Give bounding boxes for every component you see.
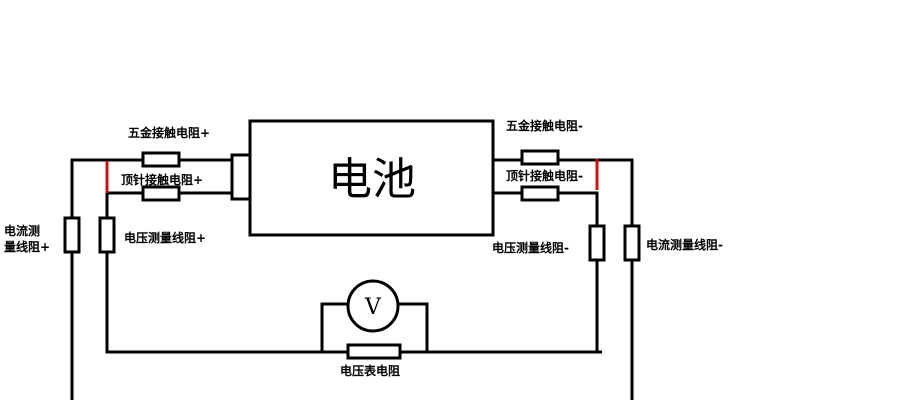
label-gold-contact-neg: 五金接触电阻- [506,118,583,133]
battery-label: 电池 [328,154,416,205]
resistor-voltage-lead-pos [98,216,116,254]
label-voltmeter-resistance: 电压表电阻 [340,363,400,378]
resistor-pin-contact-pos [141,185,181,202]
resistor-current-lead-pos [63,216,81,254]
resistor-pin-contact-neg [520,185,560,202]
resistor-gold-contact-neg [520,149,560,166]
voltmeter-symbol: V [364,295,382,320]
resistor-gold-contact-pos [141,151,181,168]
label-current-lead-pos-line1: 电流测 [4,223,40,238]
label-voltage-lead-pos: 电压测量线阻+ [124,230,206,245]
label-current-lead-pos-line2: 量线阻+ [4,239,50,254]
resistor-current-lead-neg [623,224,641,262]
wire-voltage-right [493,191,599,352]
label-pin-contact-pos: 顶针接触电阻+ [121,172,203,187]
label-voltage-lead-neg: 电压测量线阻- [492,240,569,255]
label-pin-contact-neg: 顶针接触电阻- [506,168,583,183]
label-gold-contact-pos: 五金接触电阻+ [128,125,210,140]
label-current-lead-neg: 电流测量线阻- [646,237,723,252]
resistor-voltmeter [346,343,402,360]
battery-terminal-positive [230,153,252,201]
resistor-voltage-lead-neg [588,224,606,262]
wire-current-right [493,158,634,400]
voltmeter [346,279,400,333]
